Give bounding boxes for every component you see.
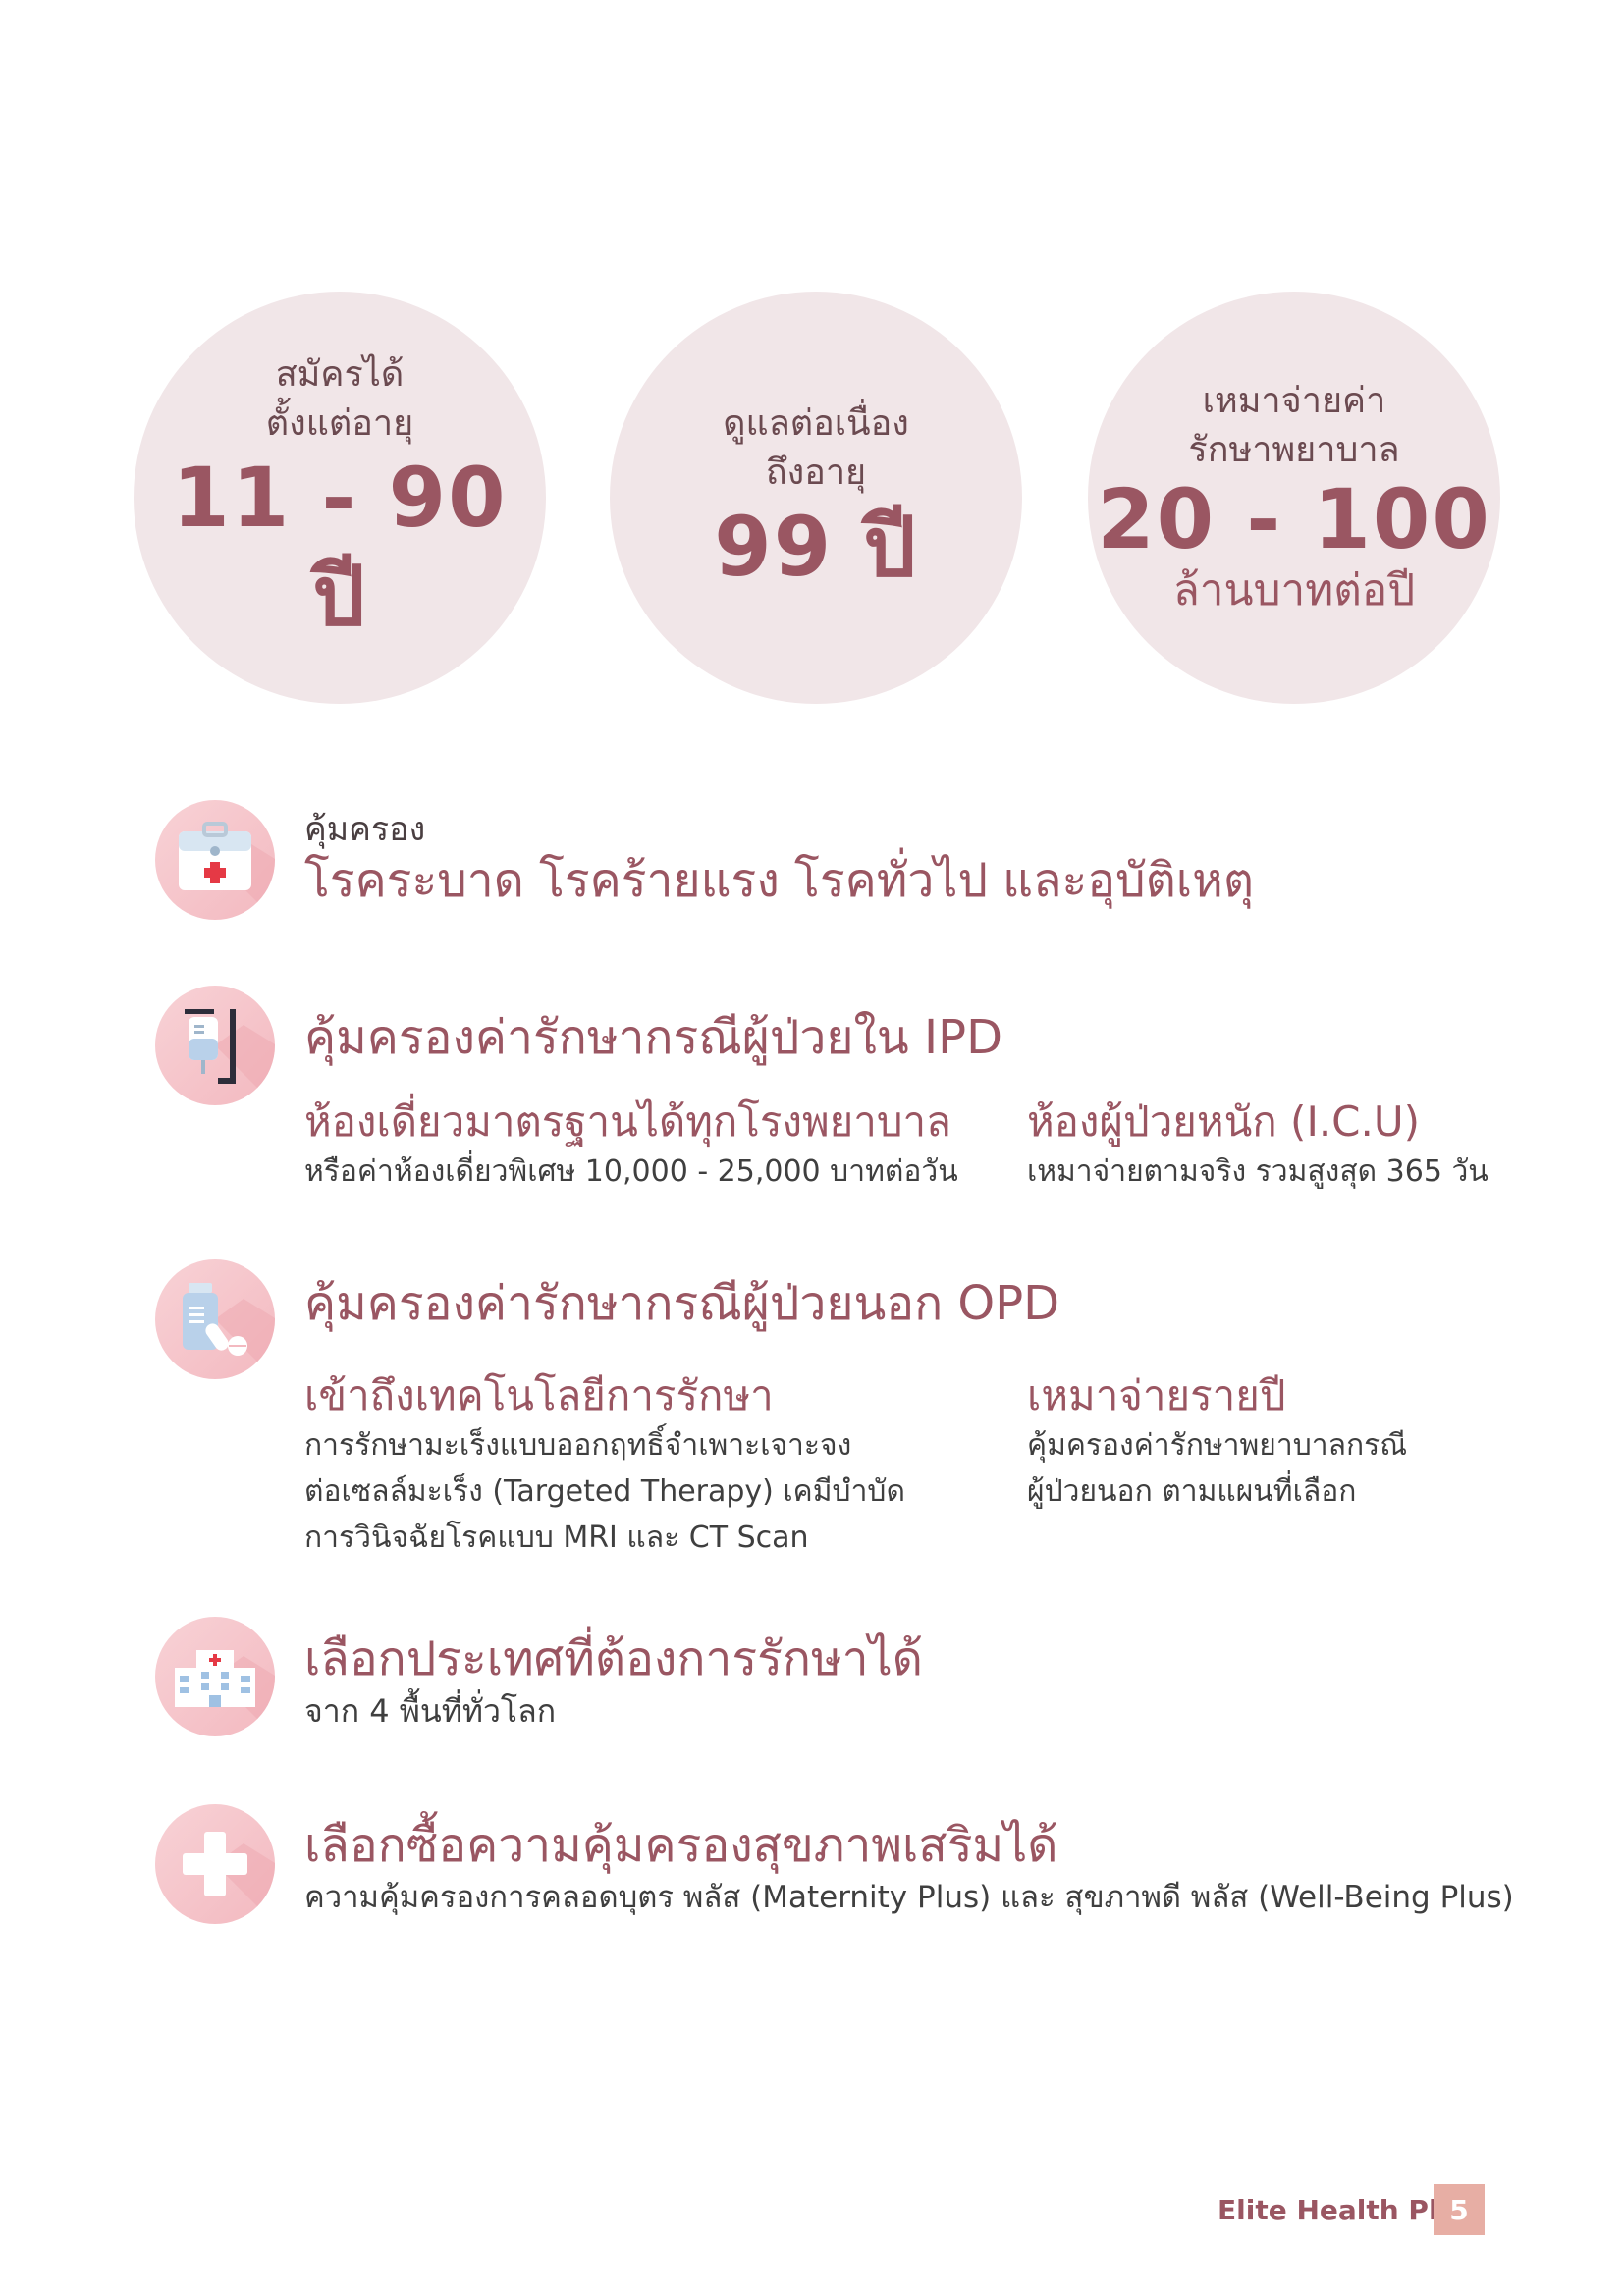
opd-col2-line: ผู้ป่วยนอก ตามแผนที่เลือก bbox=[1027, 1474, 1357, 1509]
opd-col1-line: การวินิจฉัยโรคแบบ MRI และ CT Scan bbox=[304, 1521, 809, 1555]
ipd-col2: ห้องผู้ป่วยหนัก (I.C.U) เหมาจ่ายตามจริง … bbox=[1027, 1095, 1489, 1195]
coverage-section: คุ้มครอง โรคระบาด โรคร้ายแรง โรคทั่วไป แ… bbox=[304, 808, 1254, 910]
stat-value: 99 ปี bbox=[714, 499, 918, 595]
opd-col1-line: การรักษามะเร็งแบบออกฤทธิ์จำเพาะเจาะจง bbox=[304, 1428, 852, 1463]
medicine-bottle-icon bbox=[155, 1259, 275, 1379]
country-title: เลือกประเทศที่ต้องการรักษาได้ bbox=[304, 1631, 923, 1686]
ipd-col1: ห้องเดี่ยวมาตรฐานได้ทุกโรงพยาบาล หรือค่า… bbox=[304, 1095, 958, 1195]
opd-col2-title: เหมาจ่ายรายปี bbox=[1027, 1371, 1286, 1419]
hospital-building-icon bbox=[155, 1617, 275, 1736]
stat-label-line1: สมัครได้ bbox=[275, 354, 405, 395]
stat-circle-age-range: สมัครได้ ตั้งแต่อายุ 11 - 90 ปี bbox=[134, 292, 546, 704]
country-section: เลือกประเทศที่ต้องการรักษาได้ จาก 4 พื้น… bbox=[304, 1629, 923, 1735]
stat-label-line2: รักษาพยาบาล bbox=[1188, 430, 1400, 470]
extra-title: เลือกซื้อความคุ้มครองสุขภาพเสริมได้ bbox=[304, 1818, 1058, 1873]
opd-title: คุ้มครองค่ารักษากรณีผู้ป่วยนอก OPD bbox=[304, 1276, 1060, 1331]
coverage-label: คุ้มครอง bbox=[304, 810, 426, 849]
ipd-col1-title: ห้องเดี่ยวมาตรฐานได้ทุกโรงพยาบาล bbox=[304, 1097, 951, 1146]
opd-col2: เหมาจ่ายรายปี คุ้มครองค่ารักษาพยาบาลกรณี… bbox=[1027, 1369, 1407, 1515]
stat-label-line1: เหมาจ่ายค่า bbox=[1202, 381, 1386, 421]
extra-text: ความคุ้มครองการคลอดบุตร พลัส (Maternity … bbox=[304, 1880, 1514, 1915]
page-number: 5 bbox=[1434, 2184, 1485, 2235]
medical-cross-icon bbox=[155, 1804, 275, 1924]
extra-section: เลือกซื้อความคุ้มครองสุขภาพเสริมได้ ความ… bbox=[304, 1816, 1514, 1921]
ipd-col2-title: ห้องผู้ป่วยหนัก (I.C.U) bbox=[1027, 1097, 1420, 1146]
opd-col1-line: ต่อเซลล์มะเร็ง (Targeted Therapy) เคมีบำ… bbox=[304, 1474, 905, 1509]
stat-label-line2: ถึงอายุ bbox=[765, 453, 867, 493]
opd-col1-title: เข้าถึงเทคโนโลยีการรักษา bbox=[304, 1371, 774, 1419]
footer-brand: Elite Health Plus bbox=[1218, 2194, 1475, 2226]
stat-circle-max-age: ดูแลต่อเนื่อง ถึงอายุ 99 ปี bbox=[610, 292, 1022, 704]
stat-label-line1: ดูแลต่อเนื่อง bbox=[723, 403, 909, 444]
ipd-section: คุ้มครองค่ารักษากรณีผู้ป่วยใน IPD bbox=[304, 1008, 1002, 1067]
stat-label-line2: ตั้งแต่อายุ bbox=[265, 403, 414, 444]
coverage-title: โรคระบาด โรคร้ายแรง โรคทั่วไป และอุบัติเ… bbox=[304, 853, 1254, 908]
opd-section: คุ้มครองค่ารักษากรณีผู้ป่วยนอก OPD bbox=[304, 1274, 1059, 1333]
ipd-title: คุ้มครองค่ารักษากรณีผู้ป่วยใน IPD bbox=[304, 1010, 1003, 1065]
iv-drip-icon bbox=[155, 986, 275, 1105]
country-text: จาก 4 พื้นที่ทั่วโลก bbox=[304, 1692, 557, 1730]
stat-value: 11 - 90 ปี bbox=[172, 450, 508, 644]
ipd-col1-text: หรือค่าห้องเดี่ยวพิเศษ 10,000 - 25,000 บ… bbox=[304, 1154, 958, 1189]
stat-unit: ล้านบาทต่อปี bbox=[1172, 565, 1416, 615]
opd-col1: เข้าถึงเทคโนโลยีการรักษา การรักษามะเร็งแ… bbox=[304, 1369, 905, 1561]
first-aid-kit-icon bbox=[155, 800, 275, 920]
ipd-col2-text: เหมาจ่ายตามจริง รวมสูงสุด 365 วัน bbox=[1027, 1154, 1489, 1189]
stat-value: 20 - 100 bbox=[1097, 471, 1491, 567]
stat-circle-coverage-amount: เหมาจ่ายค่า รักษาพยาบาล 20 - 100 ล้านบาท… bbox=[1088, 292, 1500, 704]
opd-col2-line: คุ้มครองค่ารักษาพยาบาลกรณี bbox=[1027, 1428, 1408, 1463]
